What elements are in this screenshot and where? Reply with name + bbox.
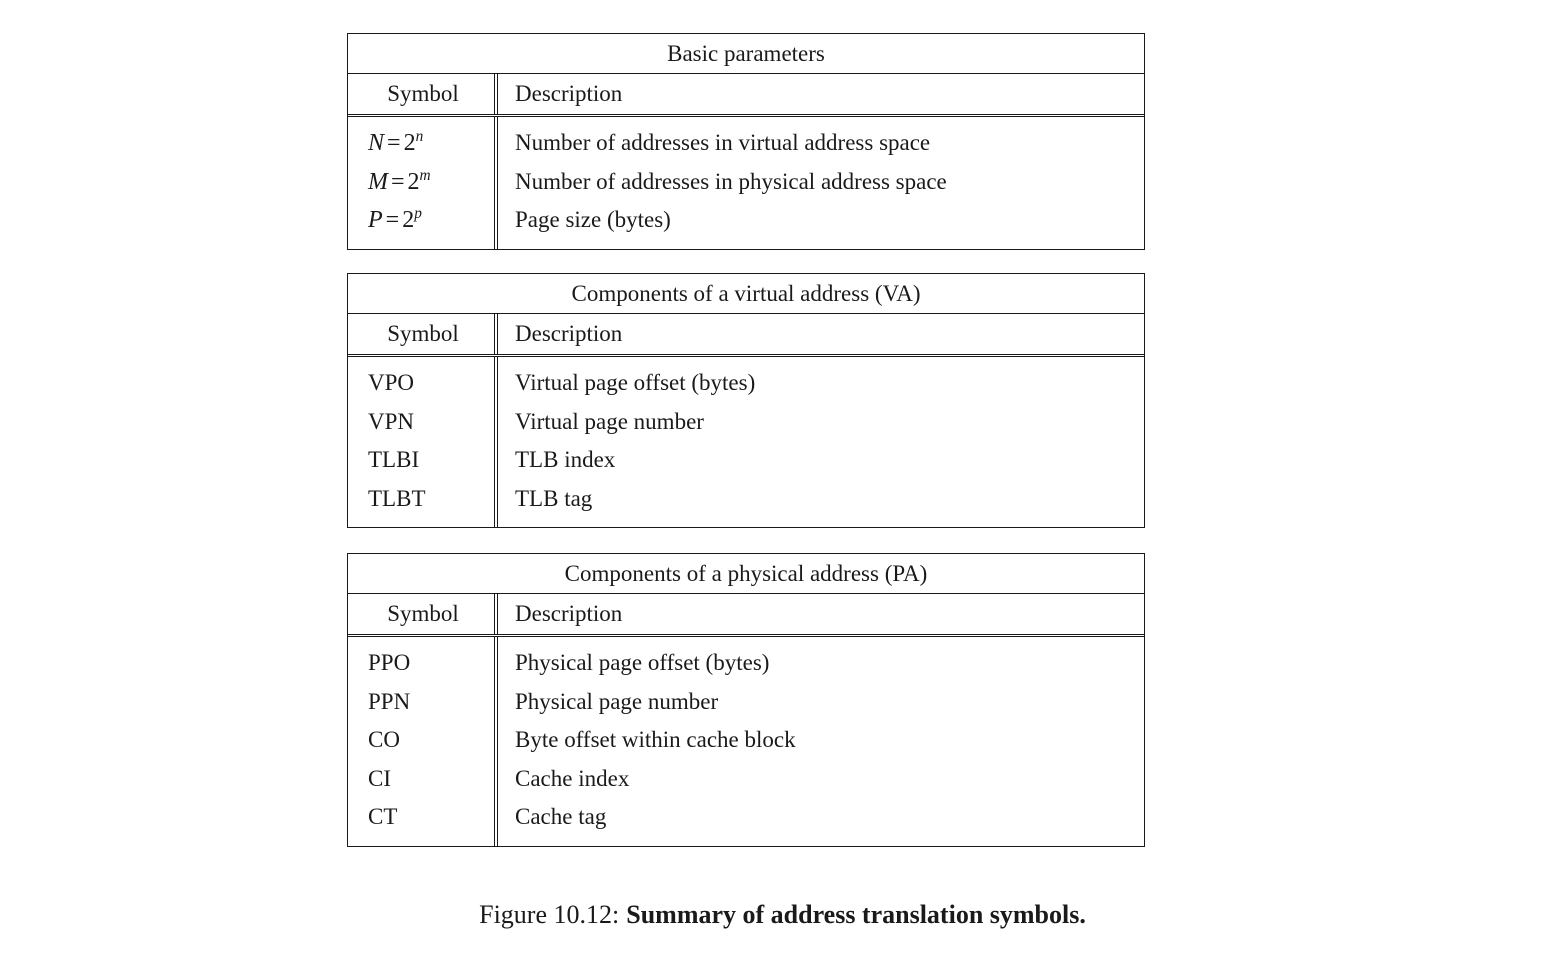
symbol-variable: P — [368, 207, 383, 234]
body-column-symbol: PPO PPN CO CI CT — [348, 637, 498, 846]
table-row-description: TLB index — [515, 447, 616, 473]
header-cell-symbol-wrap: Symbol — [348, 594, 498, 634]
table-body: N=2n M=2m P=2p Number of addresses in vi… — [348, 117, 1144, 249]
header-cell-description: Description — [515, 81, 623, 106]
header-cell-symbol-wrap: Symbol — [348, 74, 498, 114]
table-title: Basic parameters — [348, 34, 1144, 74]
symbol-base-number: 2 — [407, 168, 420, 195]
symbol-variable: M — [368, 168, 388, 195]
table-title: Components of a physical address (PA) — [348, 554, 1144, 594]
header-cell-description-wrap: Description — [498, 74, 1144, 114]
description-cell-list: Number of addresses in virtual address s… — [515, 117, 1144, 249]
table-row-description: Physical page number — [515, 688, 719, 714]
symbol-cell-list: VPO VPN TLBI TLBT — [348, 357, 498, 527]
table-row-symbol: CI — [368, 765, 391, 791]
body-column-description: Physical page offset (bytes) Physical pa… — [498, 637, 1144, 846]
table-row-symbol: CT — [368, 804, 398, 830]
body-column-symbol: VPO VPN TLBI TLBT — [348, 357, 498, 528]
table-row-symbol: PPN — [368, 688, 411, 714]
table-row-description: Virtual page number — [515, 408, 704, 434]
figure-caption: Figure 10.12:Summary of address translat… — [0, 898, 1565, 932]
body-column-description: Number of addresses in virtual address s… — [498, 117, 1144, 249]
symbol-cell-list: PPO PPN CO CI CT — [348, 637, 498, 846]
table-row-symbol: VPO — [368, 370, 415, 396]
symbol-variable: N — [368, 130, 385, 157]
table-physical-address-components: Components of a physical address (PA) Sy… — [347, 553, 1145, 847]
table-row-description: Cache index — [515, 765, 630, 791]
header-cell-description: Description — [515, 601, 623, 626]
table-basic-parameters: Basic parameters Symbol Description N=2n… — [347, 33, 1145, 250]
table-row-description: Byte offset within cache block — [515, 727, 796, 753]
symbol-equals: = — [391, 168, 405, 195]
symbol-equals: = — [387, 130, 401, 157]
table-row-description: TLB tag — [515, 485, 593, 511]
table-row-description: Number of addresses in virtual address s… — [515, 130, 931, 156]
table-body: PPO PPN CO CI CT Physical page offset (b… — [348, 637, 1144, 846]
table-body: VPO VPN TLBI TLBT Virtual page offset (b… — [348, 357, 1144, 528]
table-row-symbol: P=2p — [368, 201, 498, 240]
table-row-description: Physical page offset (bytes) — [515, 650, 770, 676]
body-column-description: Virtual page offset (bytes) Virtual page… — [498, 357, 1144, 527]
header-cell-symbol: Symbol — [387, 81, 459, 106]
symbol-base-number: 2 — [403, 130, 416, 157]
table-header-row: Symbol Description — [348, 594, 1144, 638]
table-header-row: Symbol Description — [348, 314, 1144, 358]
table-row-description: Virtual page offset (bytes) — [515, 370, 756, 396]
header-cell-symbol: Symbol — [387, 601, 459, 626]
header-cell-description: Description — [515, 321, 623, 346]
table-row-symbol: PPO — [368, 650, 411, 676]
figure-caption-text: Summary of address translation symbols. — [626, 900, 1086, 929]
symbol-exponent: n — [415, 128, 424, 146]
figure-caption-label: Figure 10.12: — [479, 900, 620, 929]
symbol-base-number: 2 — [402, 207, 415, 234]
table-row-description: Number of addresses in physical address … — [515, 168, 947, 194]
symbol-equals: = — [385, 207, 400, 234]
table-row-symbol: VPN — [368, 408, 415, 434]
symbol-cell-list: N=2n M=2m P=2p — [348, 117, 498, 249]
header-cell-symbol-wrap: Symbol — [348, 314, 498, 354]
header-cell-symbol: Symbol — [387, 321, 459, 346]
table-row-symbol: N=2n — [368, 124, 498, 163]
description-cell-list: Virtual page offset (bytes) Virtual page… — [515, 357, 1144, 527]
table-row-symbol: TLBI — [368, 447, 420, 473]
symbol-exponent: p — [414, 205, 422, 223]
body-column-symbol: N=2n M=2m P=2p — [348, 117, 498, 249]
table-row-symbol: M=2m — [368, 163, 498, 202]
symbol-exponent: m — [419, 166, 431, 184]
table-virtual-address-components: Components of a virtual address (VA) Sym… — [347, 273, 1145, 529]
table-title: Components of a virtual address (VA) — [348, 274, 1144, 314]
table-row-description: Page size (bytes) — [515, 207, 671, 233]
header-cell-description-wrap: Description — [498, 594, 1144, 634]
table-row-description: Cache tag — [515, 804, 607, 830]
header-cell-description-wrap: Description — [498, 314, 1144, 354]
table-row-symbol: TLBT — [368, 485, 426, 511]
table-header-row: Symbol Description — [348, 74, 1144, 118]
table-row-symbol: CO — [368, 727, 400, 753]
description-cell-list: Physical page offset (bytes) Physical pa… — [515, 637, 1144, 846]
